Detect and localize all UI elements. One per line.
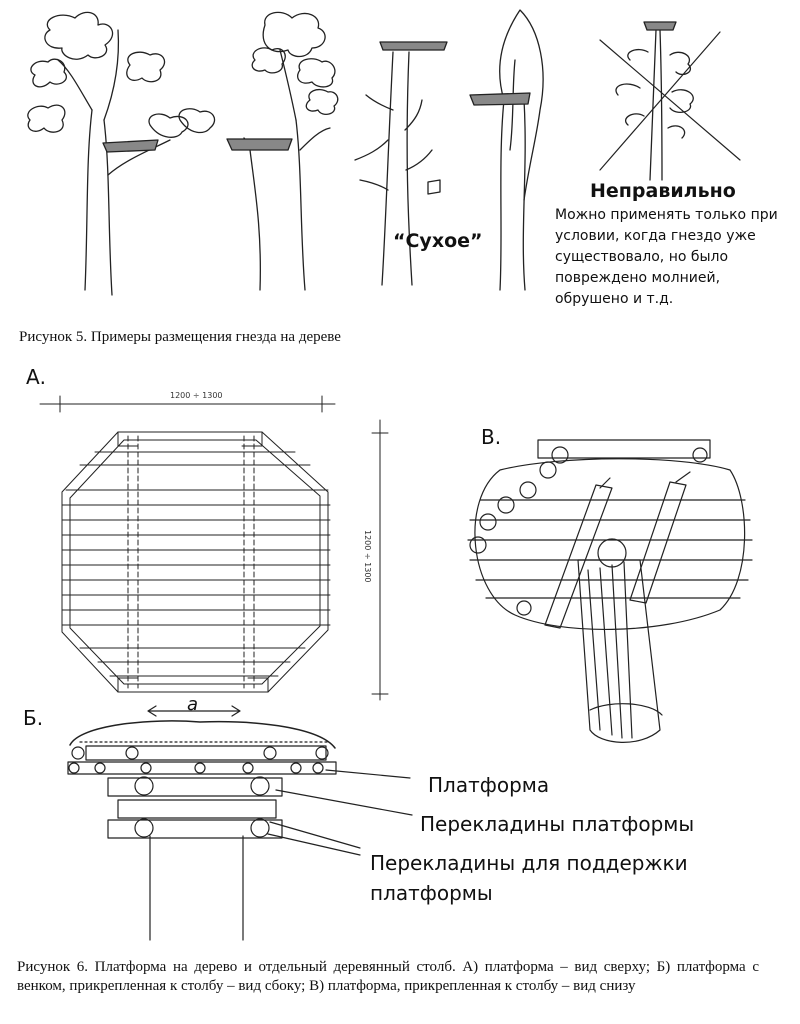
callout-support-beams: Перекладины для поддержки платформы	[370, 851, 688, 905]
wrong-placement-note: Можно применять только при условии, когд…	[555, 207, 778, 307]
tree-1-illustration	[27, 11, 216, 296]
tree-3-dry-illustration	[354, 41, 448, 286]
view-b-label: Б.	[23, 706, 44, 730]
figure-6-caption: Рисунок 6. Платформа на дерево и отдельн…	[17, 959, 759, 994]
tree-5-wrong-illustration	[599, 21, 741, 181]
callout-platform-beams: Перекладины платформы	[420, 812, 695, 836]
view-v-label: В.	[481, 425, 502, 449]
tree-2-illustration	[226, 11, 339, 291]
dry-tree-label: “Сухое”	[393, 230, 483, 252]
platform-side-view-drawing	[67, 705, 413, 941]
wrong-placement-title: Неправильно	[590, 180, 736, 202]
callout-platform: Платформа	[428, 773, 550, 797]
view-a-label: А.	[26, 365, 47, 389]
figure-5-caption: Рисунок 5. Примеры размещения гнезда на …	[19, 329, 341, 345]
dimension-height-label: 1200 ÷ 1300	[363, 530, 372, 583]
dimension-width-label: 1200 ÷ 1300	[170, 391, 223, 400]
tree-4-illustration	[469, 9, 544, 291]
dimension-a-label: a	[187, 694, 199, 715]
platform-bottom-view-drawing	[467, 439, 753, 743]
platform-top-view-drawing	[39, 395, 389, 701]
